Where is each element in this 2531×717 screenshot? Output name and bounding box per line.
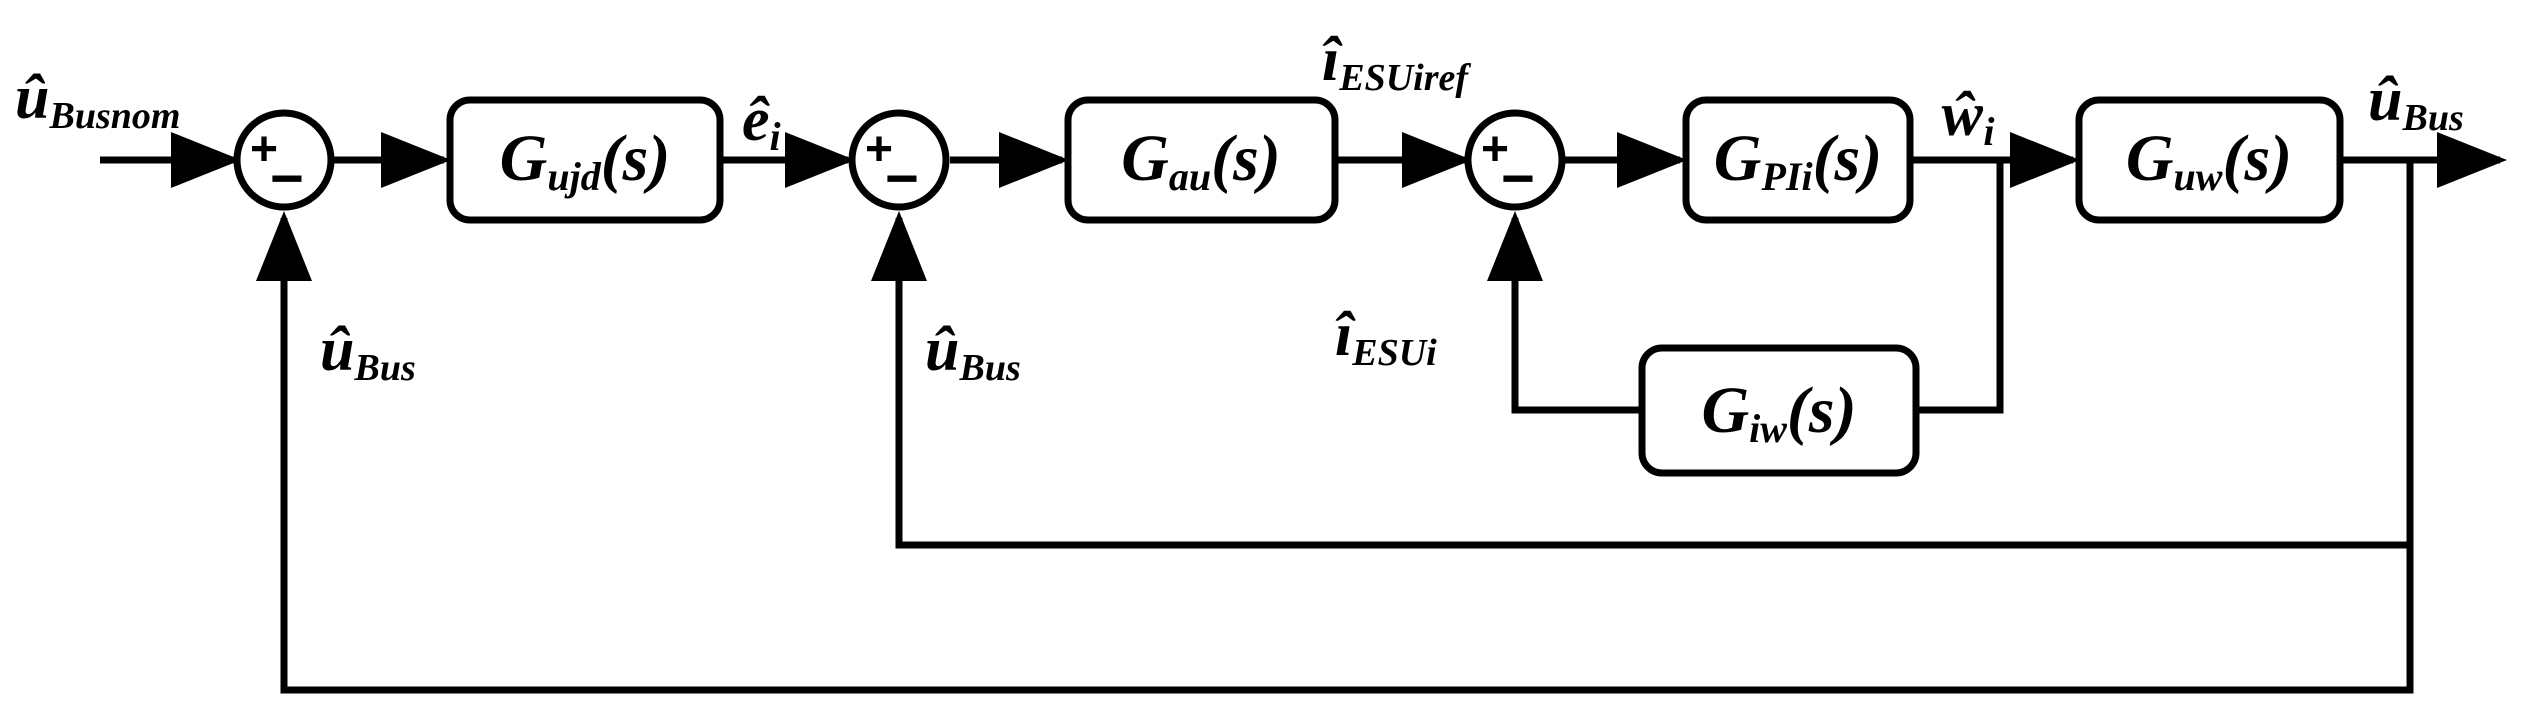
wire-feedback-to-sum1 <box>256 211 2414 694</box>
label-u-bus-feedback-1: ûBus <box>320 316 416 389</box>
sum2-minus-sign: − <box>885 146 919 211</box>
sum1-minus-sign: − <box>270 146 304 211</box>
sum3-plus-sign: + <box>1481 123 1509 176</box>
svg-text:Giw(s): Giw(s) <box>1701 374 1856 451</box>
wire-wi-to-giw <box>1916 160 2004 414</box>
label-e-i: êi <box>742 86 781 159</box>
svg-text:GPIi(s): GPIi(s) <box>1714 122 1882 199</box>
summing-junction-1: + − <box>233 109 335 211</box>
summing-junction-2: + − <box>848 109 950 211</box>
label-u-bus-nom: ûBusnom <box>15 64 180 137</box>
label-u-bus-feedback-2: ûBus <box>925 316 1021 389</box>
sum3-minus-sign: − <box>1501 146 1535 211</box>
signal-wires <box>100 132 2507 694</box>
label-u-bus-output: ûBus <box>2368 66 2464 139</box>
block-g-ujd: Gujd(s) <box>446 96 724 224</box>
label-i-esu-i: îESUi <box>1335 301 1437 374</box>
block-g-pii: GPIi(s) <box>1682 96 1914 224</box>
block-g-iw: Giw(s) <box>1638 344 1920 477</box>
summing-junction-3: + − <box>1464 109 1566 211</box>
sum2-plus-sign: + <box>865 123 893 176</box>
sum1-plus-sign: + <box>250 123 278 176</box>
label-w-i: ŵi <box>1941 81 1994 154</box>
wire-feedback-to-sum2 <box>871 160 2414 549</box>
svg-text:Guw(s): Guw(s) <box>2126 122 2292 199</box>
svg-text:Gau(s): Gau(s) <box>1121 122 1281 199</box>
block-g-au: Gau(s) <box>1064 96 1339 224</box>
wire-giw-to-sum3 <box>1487 211 1642 414</box>
svg-text:Gujd(s): Gujd(s) <box>500 122 671 199</box>
block-g-uw: Guw(s) <box>2075 96 2344 224</box>
label-i-esu-iref: îESUiref <box>1322 26 1471 99</box>
